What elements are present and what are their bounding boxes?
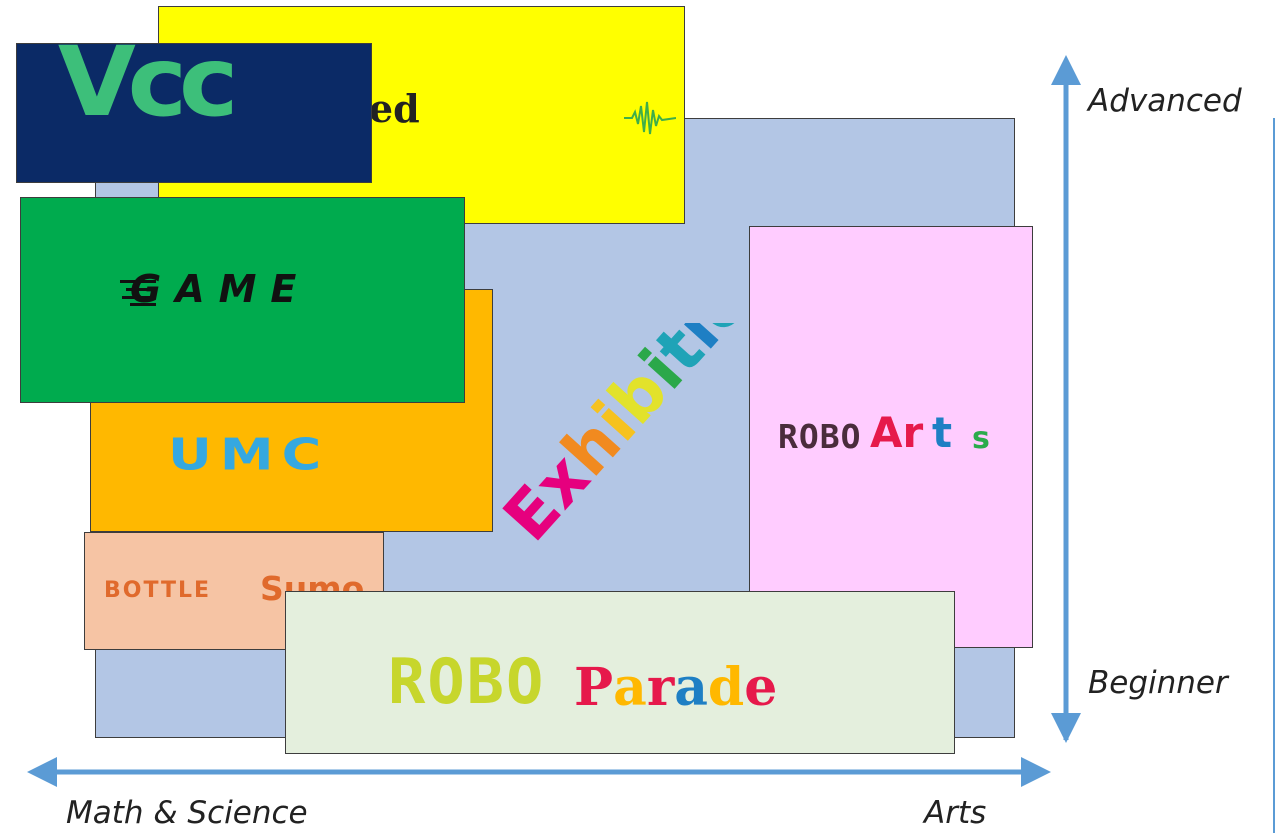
roboarts-label-robo: ROBO xyxy=(778,417,862,456)
axis-label-beginner: Beginner xyxy=(1088,665,1228,701)
axis-label-advanced: Advanced xyxy=(1088,83,1242,119)
roboparade-letter: d xyxy=(707,657,745,718)
exhibition-label-svg: Exhibition xyxy=(494,323,764,556)
game-box xyxy=(20,197,465,403)
roboparade-letter: P xyxy=(574,657,614,718)
roboparade-label-parade: Parade xyxy=(574,662,777,714)
bottlesumo-label-bottle: BOTTLE xyxy=(104,578,212,603)
roboparade-letter: a xyxy=(674,657,708,718)
speed-lines-icon xyxy=(120,280,156,306)
vcc-box xyxy=(16,43,372,183)
axis-label-arts: Arts xyxy=(924,795,987,831)
roboparade-label-robo: ROBO xyxy=(388,645,546,718)
umc-label: UMC xyxy=(168,429,330,480)
vcc-label: Vcc xyxy=(57,26,239,138)
axis-label-math-science: Math & Science xyxy=(66,795,308,831)
roboarts-label-t: t xyxy=(932,408,953,457)
heartbeat-pulse-icon xyxy=(624,101,676,135)
roboarts-label-ar: Ar xyxy=(870,408,924,457)
roboparade-box xyxy=(285,591,955,754)
game-label: GAME xyxy=(130,267,311,311)
roboarts-label-s: s xyxy=(972,421,990,456)
roboarts-box xyxy=(749,226,1033,648)
roboparade-letter: r xyxy=(646,657,675,718)
roboparade-letter: a xyxy=(613,657,647,718)
roboparade-letter: e xyxy=(744,657,778,718)
